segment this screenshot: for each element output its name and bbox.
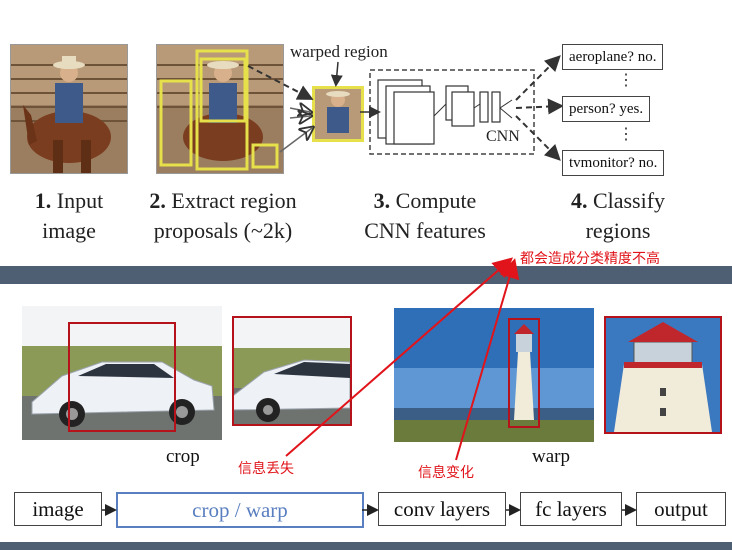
cowboy-photo — [11, 45, 127, 173]
step-caption-1: 1. Input image — [14, 186, 124, 246]
output-tvmonitor: tvmonitor? no. — [562, 150, 665, 176]
pipeline-crop-warp: crop / warp — [116, 492, 364, 528]
step-text-3b: CNN features — [364, 218, 486, 243]
proposal-box-4 — [251, 143, 279, 169]
annotation-left: 信息丢失 — [238, 461, 294, 477]
step-num-2: 2. — [149, 188, 166, 213]
step-text-2a: Extract region — [171, 188, 297, 213]
lighthouse-warped-image — [604, 316, 722, 434]
annotation-middle: 信息变化 — [418, 465, 474, 481]
proposal-box-3 — [199, 57, 247, 123]
input-image — [10, 44, 128, 174]
warp-label: warp — [532, 446, 570, 467]
proposals-image — [156, 44, 284, 174]
crop-label: crop — [166, 446, 200, 467]
step-text-1a: Input — [56, 188, 104, 213]
step-text-1b: image — [42, 218, 96, 243]
car-photo — [22, 306, 222, 440]
step-num-3: 3. — [373, 188, 391, 213]
output-aeroplane: aeroplane? no. — [562, 44, 664, 70]
step-text-3a: Compute — [395, 188, 477, 213]
lighthouse-warped-photo — [606, 318, 720, 432]
step-caption-3: 3. Compute CNN features — [340, 186, 510, 246]
proposal-box-2 — [159, 79, 193, 167]
output-person: person? yes. — [562, 96, 651, 122]
rcnn-overview: warped region — [0, 0, 732, 266]
step-num-4: 4. — [570, 188, 588, 213]
cnn-layers-icon — [377, 79, 501, 145]
ellipsis-1: ⋮ — [618, 72, 634, 89]
step-text-2b: proposals (~2k) — [153, 218, 293, 243]
cnn-dashed-box — [369, 69, 535, 155]
step-caption-2: 2. Extract region proposals (~2k) — [130, 186, 316, 246]
pipeline-fc-layers: fc layers — [520, 492, 622, 526]
ellipsis-2: ⋮ — [618, 126, 634, 143]
separator-bottom — [0, 542, 732, 550]
step-num-1: 1. — [34, 188, 52, 213]
step-caption-4: 4. Classify regions — [548, 186, 688, 246]
step-text-4b: regions — [585, 218, 651, 243]
warped-region-label: warped region — [290, 42, 388, 61]
warped-cowboy-photo — [315, 89, 361, 139]
car-original-image — [22, 306, 222, 440]
pipeline-arrows — [247, 55, 564, 161]
pipeline-image: image — [14, 492, 102, 526]
cowboy-proposals-photo — [157, 45, 283, 173]
pipeline-conv-layers: conv layers — [378, 492, 506, 526]
warped-region-thumb — [312, 86, 364, 142]
step-text-4a: Classify — [592, 188, 666, 213]
crop-box — [68, 322, 176, 432]
annotation-top: 都会造成分类精度不高 — [520, 251, 660, 267]
proposal-box-1 — [195, 49, 249, 171]
cnn-label: CNN — [486, 128, 520, 145]
pipeline-output: output — [636, 492, 726, 526]
